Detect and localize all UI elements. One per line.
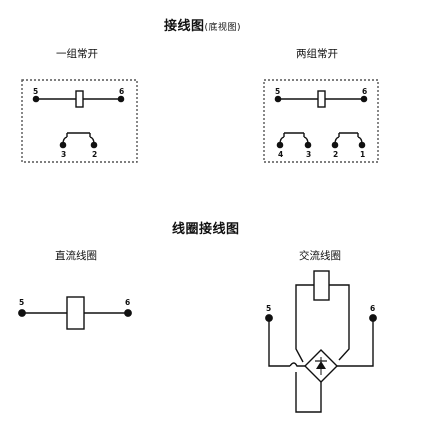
dc-pin-5-label: 5 [19, 298, 24, 307]
single-pin-3-label: 3 [61, 150, 66, 159]
double-pin-1-label: 1 [360, 150, 365, 159]
single-coil-symbol [75, 90, 84, 108]
double-pin-5-label: 5 [275, 87, 280, 96]
bottom-view-note: (底视图) [204, 23, 242, 33]
single-pin-2 [90, 141, 98, 149]
single-pin-5-label: 5 [33, 87, 38, 96]
double-pin-2 [331, 141, 339, 149]
ac-wire-crossover [289, 362, 305, 367]
double-pin-1 [358, 141, 366, 149]
ac-pin-6 [369, 314, 377, 322]
double-no-label: 两组常开 [296, 48, 338, 60]
ac-coil-label: 交流线圈 [299, 250, 341, 262]
ac-coil-wire-right [329, 284, 350, 361]
ac-coil-wire-left [295, 284, 314, 363]
dc-coil-diagram [18, 296, 132, 330]
double-pin-4 [276, 141, 284, 149]
ac-pin-5 [265, 314, 273, 322]
ac-pin-6-label: 6 [370, 304, 375, 313]
dc-coil-symbol [66, 296, 85, 330]
double-pin-5 [274, 95, 282, 103]
single-pin-6-label: 6 [119, 87, 124, 96]
double-pin-6-label: 6 [362, 87, 367, 96]
ac-pin-5-label: 5 [266, 304, 271, 313]
wiring-diagram-title: 接线图(底视图) [164, 15, 241, 34]
dc-pin-5 [18, 309, 26, 317]
double-no-outline [263, 79, 379, 163]
double-pin-6 [360, 95, 368, 103]
ac-wire-pin5 [268, 320, 290, 367]
single-no-outline [21, 79, 138, 163]
single-pin-5 [32, 95, 40, 103]
single-pin-6 [117, 95, 125, 103]
ac-coil-diagram [265, 270, 377, 413]
double-pin-2-label: 2 [333, 150, 338, 159]
single-no-diagram [21, 79, 138, 163]
double-no-diagram [263, 79, 379, 163]
ac-coil-symbol [313, 270, 330, 301]
double-pin-3-label: 3 [306, 150, 311, 159]
single-pin-3 [59, 141, 67, 149]
dc-pin-6 [124, 309, 132, 317]
wiring-title-text: 接线图 [164, 19, 205, 34]
ac-wire-return [295, 372, 322, 413]
dc-coil-label: 直流线圈 [55, 250, 97, 262]
double-pin-4-label: 4 [278, 150, 283, 159]
single-no-label: 一组常开 [56, 48, 98, 60]
double-coil-symbol [317, 90, 326, 108]
single-pin-2-label: 2 [92, 150, 97, 159]
coil-diagram-title: 线圈接线图 [172, 222, 240, 237]
double-pin-3 [304, 141, 312, 149]
dc-pin-6-label: 6 [125, 298, 130, 307]
ac-wire-pin6 [337, 320, 374, 367]
